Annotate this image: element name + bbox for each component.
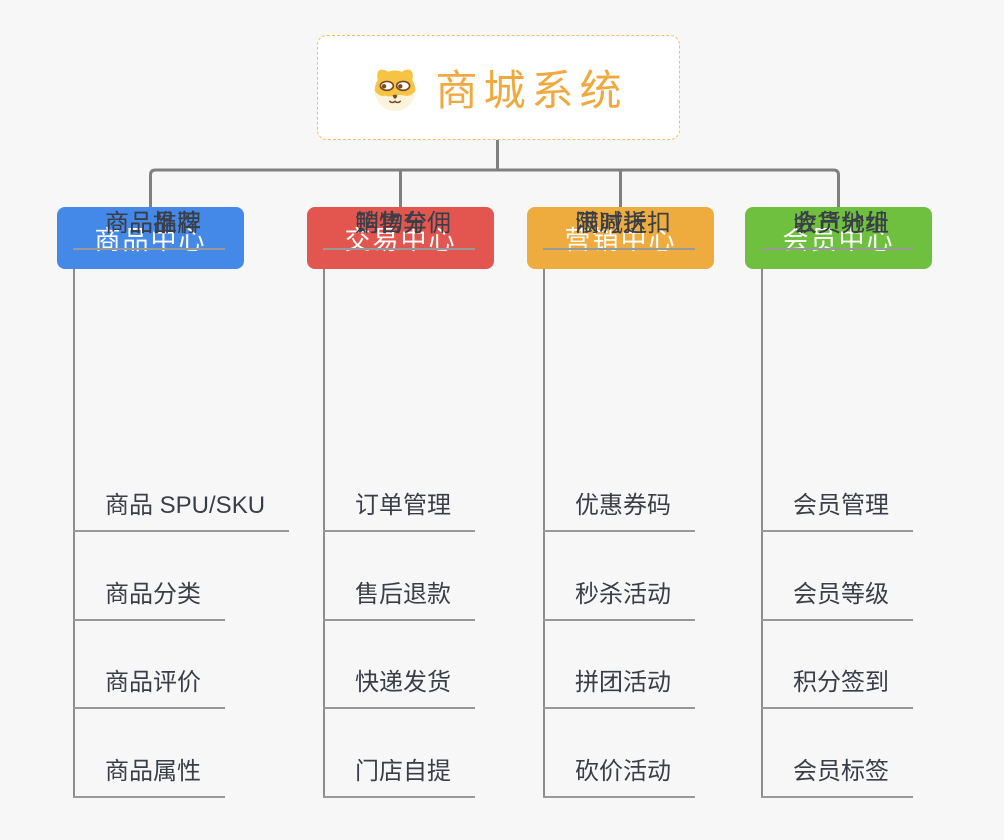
child-node[interactable]: 砍价活动 <box>543 755 695 798</box>
child-node[interactable]: 售后退款 <box>323 578 475 621</box>
child-node[interactable]: 商品评价 <box>73 666 225 709</box>
child-node[interactable]: 秒杀活动 <box>543 578 695 621</box>
branch-trunk-line <box>323 269 325 798</box>
dog-icon <box>369 63 421 112</box>
child-node[interactable]: 会员等级 <box>761 578 913 621</box>
child-node[interactable]: 销售分佣 <box>323 207 475 250</box>
child-node[interactable]: 门店自提 <box>323 755 475 798</box>
branch-marketing-center: 营销中心 优惠券码 秒杀活动 拼团活动 砍价活动 限时折扣 满减送 <box>527 207 777 807</box>
branch-trade-center: 交易中心 订单管理 售后退款 快递发货 门店自提 购物车 销售分佣 <box>307 207 557 807</box>
branch-product-center: 商品中心 商品 SPU/SKU 商品分类 商品评价 商品属性 商品推荐 商品品牌 <box>57 207 307 807</box>
child-node[interactable]: 商品品牌 <box>73 207 225 250</box>
child-node[interactable]: 商品属性 <box>73 755 225 798</box>
root-node[interactable]: 商城系统 <box>317 35 680 140</box>
child-node[interactable]: 商品 SPU/SKU <box>73 489 290 532</box>
child-node[interactable]: 满减送 <box>543 207 671 250</box>
child-node[interactable]: 优惠券码 <box>543 489 695 532</box>
branch-trunk-line <box>73 269 75 798</box>
child-node[interactable]: 会员标签 <box>761 755 913 798</box>
child-node[interactable]: 拼团活动 <box>543 666 695 709</box>
child-node[interactable]: 订单管理 <box>323 489 475 532</box>
branch-node-trade-center[interactable]: 交易中心 <box>307 207 494 269</box>
child-node[interactable]: 会员管理 <box>761 489 913 532</box>
branch-node-marketing-center[interactable]: 营销中心 <box>527 207 714 269</box>
child-node[interactable]: 收货地址 <box>761 207 913 250</box>
child-node[interactable]: 快递发货 <box>323 666 475 709</box>
child-node[interactable]: 积分签到 <box>761 666 913 709</box>
branch-member-center: 会员中心 会员管理 会员等级 积分签到 会员标签 会员分组 收货地址 <box>745 207 995 807</box>
root-node-label: 商城系统 <box>435 67 628 114</box>
branch-trunk-line <box>543 269 545 798</box>
branch-trunk-line <box>761 269 763 798</box>
child-node[interactable]: 商品分类 <box>73 578 225 621</box>
